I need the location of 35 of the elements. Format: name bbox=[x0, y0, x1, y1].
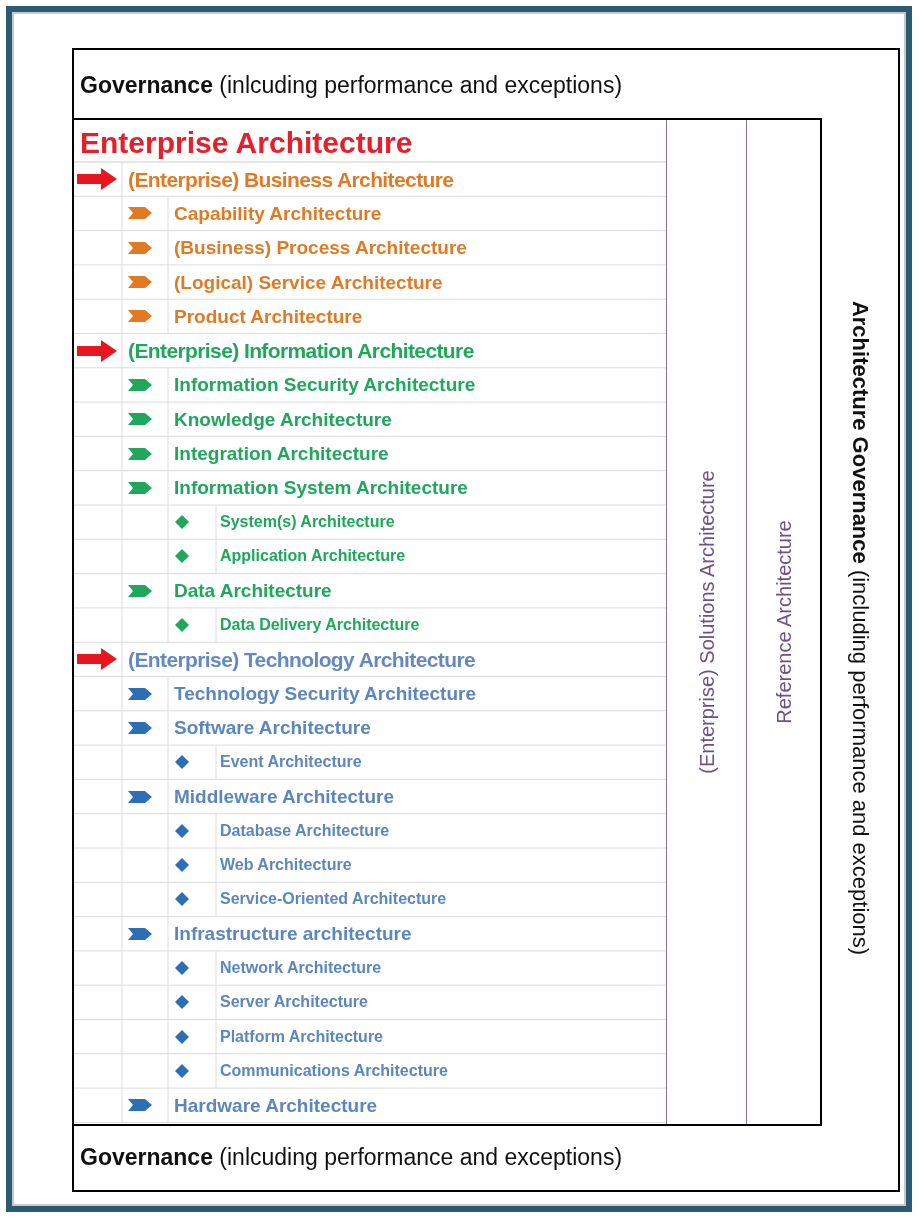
architecture-panel bbox=[72, 118, 822, 1126]
architecture-name: Product Architecture bbox=[174, 306, 363, 326]
architecture-name: (Enterprise) Technology Architecture bbox=[128, 648, 476, 670]
architecture-name: Data Architecture bbox=[174, 581, 332, 601]
architecture-name: Knowledge Architecture bbox=[174, 409, 392, 429]
architecture-name: (Enterprise) Business Architecture bbox=[128, 168, 454, 190]
architecture-name: Communications Architecture bbox=[220, 1062, 448, 1079]
column-heading: Reference Architecture bbox=[772, 520, 795, 724]
governance-text: Governance (inlcuding performance and exceptions) bbox=[80, 72, 623, 99]
architecture-name: Event Architecture bbox=[220, 754, 362, 771]
panel-heading: Enterprise Architecture bbox=[80, 126, 413, 159]
architecture-name: (Business) Process Architecture bbox=[174, 238, 467, 258]
architecture-name: (Logical) Service Architecture bbox=[174, 272, 443, 292]
architecture-name: Network Architecture bbox=[220, 960, 382, 977]
architecture-name: Hardware Architecture bbox=[174, 1095, 378, 1115]
architecture-name: Application Architecture bbox=[220, 548, 406, 565]
architecture-name: Middleware Architecture bbox=[174, 787, 394, 807]
architecture-name: Service-Oriented Architecture bbox=[220, 891, 447, 908]
architecture-name: Server Architecture bbox=[220, 994, 368, 1011]
architecture-name: Technology Security Architecture bbox=[174, 684, 476, 704]
architecture-name: Software Architecture bbox=[174, 718, 371, 738]
architecture-name: Information System Architecture bbox=[174, 478, 468, 498]
architecture-name: Information Security Architecture bbox=[174, 375, 476, 395]
architecture-name: Data Delivery Architecture bbox=[220, 617, 420, 634]
architecture-name: Integration Architecture bbox=[174, 444, 389, 464]
architecture-name: Web Architecture bbox=[220, 857, 352, 874]
architecture-name: Database Architecture bbox=[220, 822, 390, 839]
architecture-name: Infrastructure architecture bbox=[174, 924, 412, 944]
architecture-name: Capability Architecture bbox=[174, 203, 382, 223]
side-heading: Architecture Governance (including performance and exceptions) bbox=[847, 300, 873, 956]
architecture-name: (Enterprise) Information Architecture bbox=[128, 340, 474, 362]
column-heading: (Enterprise) Solutions Architecture bbox=[695, 470, 718, 774]
architecture-name: Platform Architecture bbox=[220, 1028, 383, 1045]
architecture-name: System(s) Architecture bbox=[220, 514, 395, 531]
governance-text: Governance (inlcuding performance and exceptions) bbox=[80, 1144, 623, 1171]
